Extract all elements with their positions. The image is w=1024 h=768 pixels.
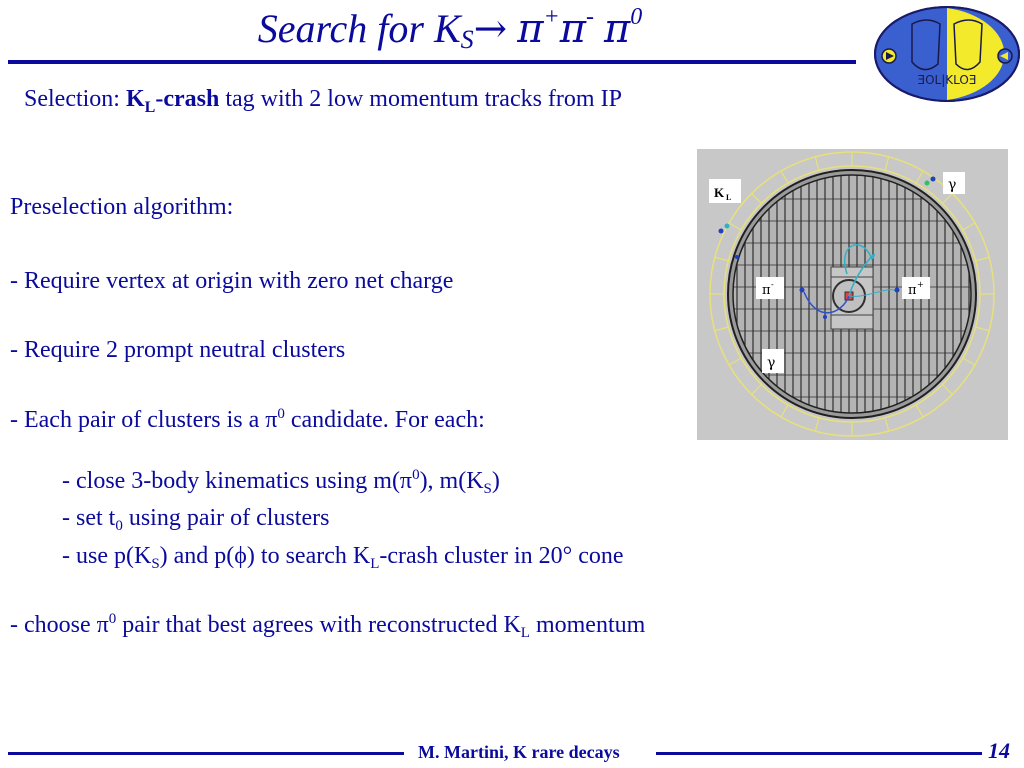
selection-k: K xyxy=(125,86,145,112)
ring-segment xyxy=(942,384,953,395)
svg-text:L: L xyxy=(726,193,731,202)
ring-segment xyxy=(728,222,742,231)
last-a: - choose π xyxy=(10,612,109,638)
ring-segment xyxy=(915,404,924,418)
ring-segment xyxy=(915,170,924,184)
footer-author: M. Martini, K rare decays xyxy=(418,742,620,762)
detector-event-display: K L γ π - π + γ xyxy=(697,149,1008,440)
selection-k-sub: L xyxy=(144,98,156,116)
selection-rest: tag with 2 low momentum tracks from IP xyxy=(219,86,622,112)
s1-sub: S xyxy=(483,481,492,497)
s3-c: -crash cluster in 20° cone xyxy=(379,543,624,569)
title-prefix: Search for K xyxy=(257,6,461,51)
ring-segment xyxy=(942,193,953,204)
kloe-logo: ƎOL|KLOƎ xyxy=(874,6,1020,102)
ring-segment xyxy=(975,326,990,332)
s2-a: - set t xyxy=(62,505,116,531)
sub-bullet-cone: - use p(KS) and p(ϕ) to search KL-crash … xyxy=(62,543,624,573)
s1-b: ), m(K xyxy=(419,468,484,494)
svg-text:γ: γ xyxy=(948,177,956,193)
bullet-best-pair: - choose π0 pair that best agrees with r… xyxy=(10,611,645,642)
selection-lead: Selection: xyxy=(24,86,126,112)
title-arrow: → xyxy=(473,6,508,52)
ring-segment xyxy=(962,222,976,231)
svg-text:ƎOL|KLOƎ: ƎOL|KLOƎ xyxy=(918,73,977,87)
title-pi-zero: π xyxy=(603,6,631,52)
title-underline xyxy=(8,60,856,64)
selection-crash: -crash xyxy=(155,86,220,112)
s1-sup: 0 xyxy=(412,467,420,483)
last-sub: L xyxy=(520,625,530,641)
svg-text:π: π xyxy=(908,283,917,298)
ring-segment xyxy=(780,404,789,418)
bullet-neutral-clusters: - Require 2 prompt neutral clusters xyxy=(10,337,346,363)
ring-segment xyxy=(714,256,729,262)
ring-segment xyxy=(975,256,990,262)
title-sup-plus: + xyxy=(543,4,560,30)
selection-line: Selection: KL-crash tag with 2 low momen… xyxy=(24,86,622,117)
s3-b: ) and p(ϕ) to search K xyxy=(159,543,371,569)
sub-bullet-t0: - set t0 using pair of clusters xyxy=(62,505,329,535)
page-number: 14 xyxy=(988,738,1010,763)
svg-text:K: K xyxy=(714,185,725,200)
ring-segment xyxy=(814,417,820,432)
ring-segment xyxy=(751,384,762,395)
ring-segment xyxy=(884,417,890,432)
last-sup: 0 xyxy=(108,611,117,627)
sub-bullet-kinematics: - close 3-body kinematics using m(π0), m… xyxy=(62,467,500,498)
s1-c: ) xyxy=(491,468,500,494)
preselection-heading: Preselection algorithm: xyxy=(10,194,234,220)
title-sup-minus: - xyxy=(585,4,594,30)
s3-sub2: L xyxy=(370,556,380,572)
title-pi-minus: π xyxy=(559,6,586,52)
last-b: pair that best agrees with reconstructed… xyxy=(116,612,521,638)
bullet-pair-sup: 0 xyxy=(277,406,285,422)
svg-text:π: π xyxy=(762,283,771,298)
title-pi-plus: π xyxy=(517,6,544,52)
bullet-vertex: - Require vertex at origin with zero net… xyxy=(10,268,454,294)
slide-title: Search for KS→ π+π- π0 xyxy=(0,4,900,55)
ring-segment xyxy=(780,170,789,184)
footer-rule-right xyxy=(656,752,982,755)
title-sup-zero: 0 xyxy=(630,4,643,30)
ring-segment xyxy=(751,193,762,204)
s3-sub: S xyxy=(151,556,160,572)
svg-text:-: - xyxy=(771,280,774,289)
svg-text:γ: γ xyxy=(767,355,775,371)
ring-segment xyxy=(728,357,742,366)
svg-text:+: + xyxy=(917,280,924,289)
s2-sub: 0 xyxy=(115,518,123,534)
ring-segment xyxy=(814,156,820,171)
bullet-pair-text-a: - Each pair of clusters is a π xyxy=(10,407,278,433)
ring-segment xyxy=(884,156,890,171)
last-c: momentum xyxy=(529,612,646,638)
bullet-pair-candidate: - Each pair of clusters is a π0 candidat… xyxy=(10,406,485,434)
bullet-pair-text-b: candidate. For each: xyxy=(284,407,485,433)
s2-b: using pair of clusters xyxy=(122,505,330,531)
title-subscript: S xyxy=(460,25,474,54)
s3-a: - use p(K xyxy=(62,543,152,569)
ring-segment xyxy=(714,326,729,332)
footer-rule-left xyxy=(8,752,404,755)
s1-a: - close 3-body kinematics using m(π xyxy=(62,468,413,494)
ring-segment xyxy=(962,357,976,366)
